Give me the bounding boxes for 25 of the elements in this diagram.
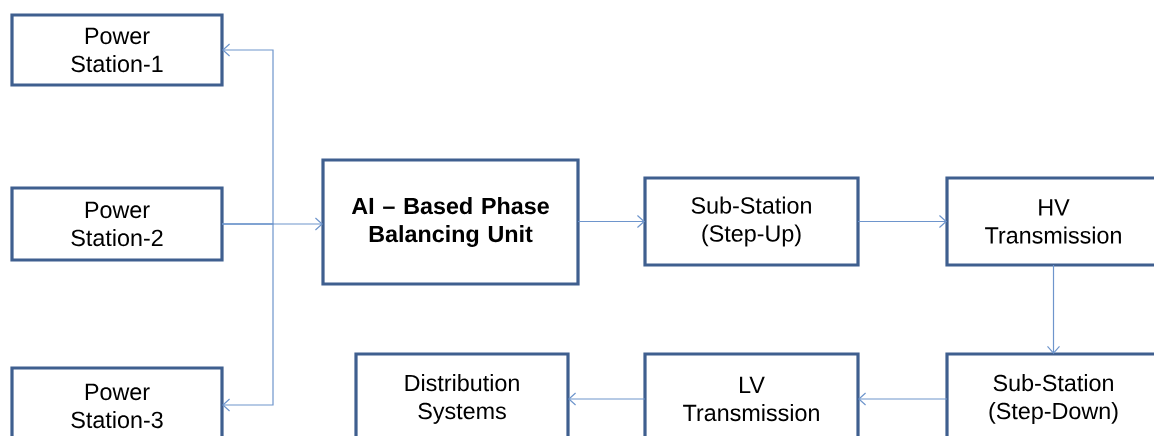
process-box	[643, 352, 860, 436]
process-box	[10, 186, 224, 262]
arrow	[857, 214, 947, 229]
process-box	[321, 158, 580, 286]
arrow	[221, 43, 274, 225]
arrow	[568, 392, 646, 406]
arrow	[221, 223, 274, 412]
process-box	[10, 366, 224, 436]
process-box	[945, 352, 1154, 436]
process-box	[354, 352, 570, 436]
box-label: HV Transmission	[985, 199, 1121, 244]
box-label: Power Station-3	[71, 383, 163, 429]
box-label: AI – Based Phase Balancing Unit	[351, 197, 549, 247]
box-label: Power Station-1	[71, 27, 163, 73]
process-box	[643, 176, 860, 267]
box-label: LV Transmission	[683, 376, 819, 422]
box-label: Distribution Systems	[405, 374, 519, 424]
arrow	[577, 214, 645, 229]
process-box	[10, 13, 224, 87]
box-label: Sub-Station (Step-Down)	[989, 374, 1118, 424]
process-box	[945, 176, 1154, 267]
arrow	[858, 392, 948, 406]
arrow	[1046, 264, 1061, 354]
box-label: Sub-Station (Step-Up)	[691, 196, 811, 247]
box-label: Power Station-2	[71, 201, 163, 247]
